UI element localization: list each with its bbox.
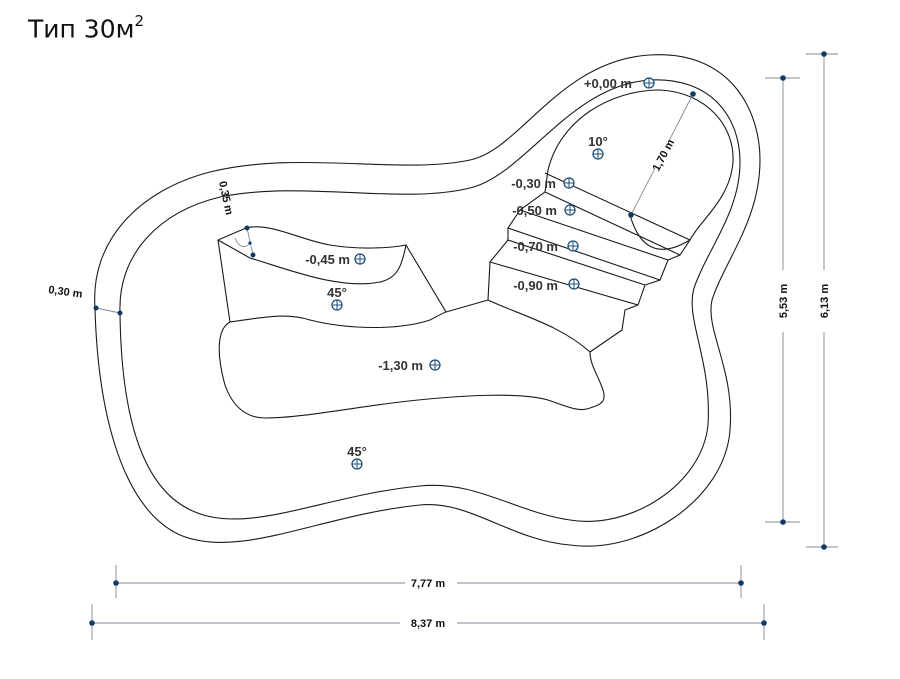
depth-marker-wall-slope: 45° (347, 444, 367, 470)
shallow-basin-inner (629, 214, 691, 250)
stair-riser-right (589, 239, 691, 353)
ledge-width-dot-mid (248, 241, 252, 245)
stair-edge-3 (519, 209, 669, 261)
outer-width-label: 8,37 m (411, 618, 445, 630)
stair-edge-6 (489, 261, 639, 306)
stair-edge-4 (507, 227, 661, 281)
step-length-dot-top (690, 91, 696, 97)
outer-width-dot-left (89, 620, 95, 626)
outer-width-dot-right (761, 620, 767, 626)
depth-label-wall-slope: 45° (347, 444, 367, 459)
rim-width-line (95, 307, 121, 314)
depth-marker-step1: -0,30 m (511, 176, 575, 191)
depth-label-step2: -0,50 m (512, 203, 557, 218)
inner-height-dot-bottom (780, 519, 786, 525)
ledge-to-stairs (445, 299, 489, 313)
ledge-width-label: 0,35 m (216, 180, 235, 216)
stair-edge-5 (507, 239, 646, 286)
pool-outer-outline (94, 54, 761, 547)
depth-marker-deep: -1,30 m (378, 358, 441, 373)
outer-height-dot-top (821, 51, 827, 57)
depth-label-ledge: -0,45 m (305, 252, 350, 267)
title-text: Тип 30м (28, 14, 135, 44)
depth-marker-ledge-slope: 45° (327, 285, 347, 311)
ledge-width-arc (234, 237, 251, 248)
shallow-basin-outline (547, 89, 734, 241)
step-length-dot-bottom (628, 212, 634, 218)
inner-height-dot-top (780, 75, 786, 81)
ledge-width-dot-bottom (250, 252, 256, 258)
step-length-label-bg (639, 133, 685, 177)
stair-edge-2 (544, 191, 681, 256)
inner-width-dot-left (113, 580, 119, 586)
depth-marker-step3: -0,70 m (513, 239, 579, 254)
depth-label-step3: -0,70 m (513, 239, 558, 254)
depth-marker-ledge: -0,45 m (305, 252, 366, 267)
depth-label-slope-top: 10° (588, 134, 608, 149)
depth-label-step4: -0,90 m (513, 278, 558, 293)
depth-label-top: +0,00 m (584, 76, 632, 91)
depth-label-step1: -0,30 m (511, 176, 556, 191)
inner-height-label: 5,53 m (778, 284, 790, 318)
depth-marker-step2: -0,50 m (512, 203, 576, 218)
page-title: Тип 30м2 (28, 12, 145, 44)
depth-label-ledge-slope: 45° (327, 285, 347, 300)
ledge-slope (217, 239, 447, 329)
stair-bottom (487, 299, 591, 353)
depth-marker-slope-top: 10° (588, 134, 608, 160)
rim-width-label: 0,30 m (48, 284, 84, 301)
ledge-width-dot-top (244, 225, 250, 231)
stair-riser-left (487, 169, 549, 301)
depth-marker-step4: -0,90 m (513, 278, 580, 293)
depth-marker-top: +0,00 m (584, 76, 655, 91)
outer-height-label: 6,13 m (819, 284, 831, 318)
deep-zone-outline (218, 321, 605, 419)
inner-width-dot-right (738, 580, 744, 586)
rim-width-dot-inner (117, 310, 123, 316)
title-superscript: 2 (134, 12, 145, 30)
inner-width-label: 7,77 m (411, 578, 445, 590)
rim-width-dot-outer (93, 305, 99, 311)
depth-label-deep: -1,30 m (378, 358, 423, 373)
pool-inner-outline (119, 79, 741, 522)
outer-height-dot-bottom (821, 544, 827, 550)
